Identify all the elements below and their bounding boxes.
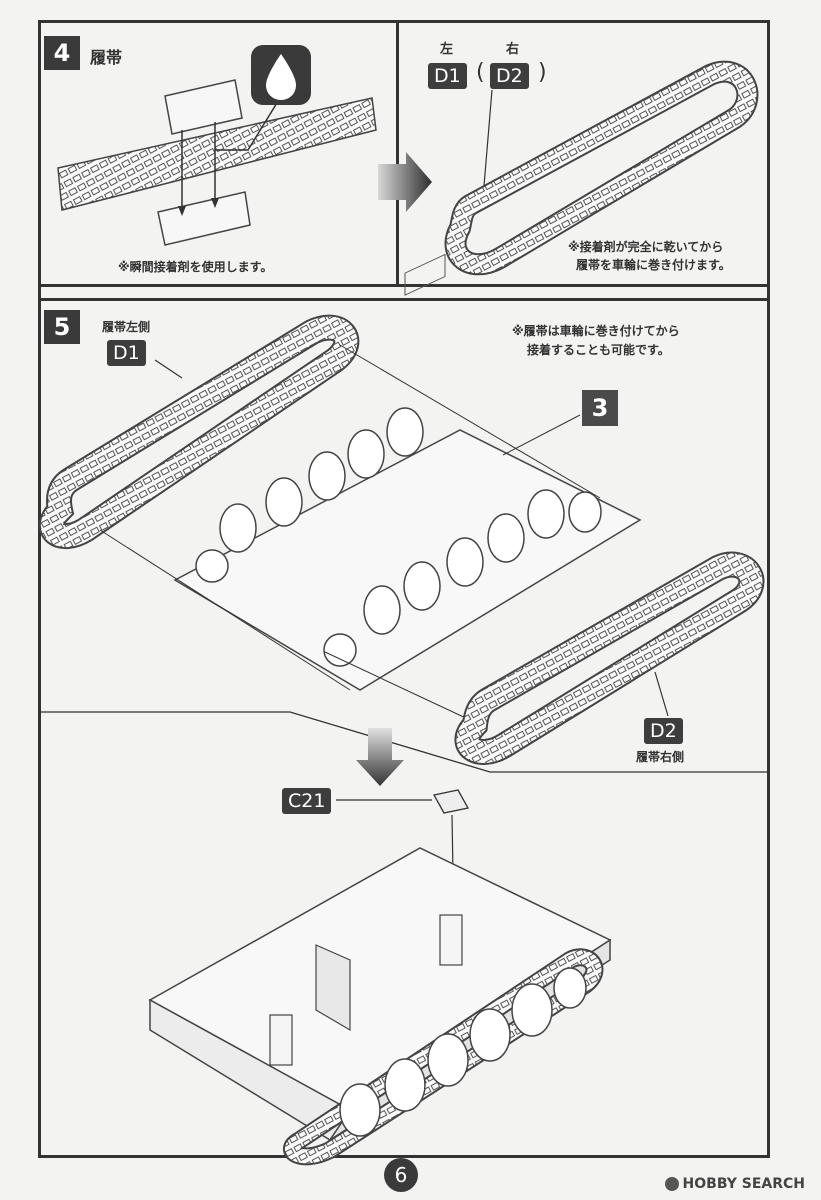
step5-note-2: 接着することも可能です。 xyxy=(527,343,670,357)
hull-assembled xyxy=(148,847,612,1166)
glue-drop-icon xyxy=(251,45,311,105)
step5-label-d2: D2 xyxy=(644,718,683,744)
track-strip-left xyxy=(57,79,377,246)
track-loop-assembled xyxy=(444,60,759,276)
step4-title: 履帯 xyxy=(90,48,123,67)
step5-left-caption: 履帯左側 xyxy=(102,320,151,334)
divider-step5-top xyxy=(38,298,770,301)
step5-right-caption: 履帯右側 xyxy=(636,750,685,764)
paren-close: ) xyxy=(538,60,547,85)
track-left-d1 xyxy=(38,314,360,550)
hull-underside xyxy=(99,253,642,721)
label-right-caption: 右 xyxy=(506,42,520,57)
step-arrow-down-icon xyxy=(356,728,404,786)
ref-step-3: 3 xyxy=(582,390,618,426)
page-number: 6 xyxy=(384,1158,418,1192)
instruction-frame xyxy=(38,20,770,1158)
track-right-d2 xyxy=(454,551,765,765)
paren-open: ( xyxy=(476,60,485,85)
step4-note-dry-1: ※接着剤が完全に乾いてから xyxy=(568,240,724,254)
step5-note-1: ※履帯は車輪に巻き付けてから xyxy=(512,324,680,338)
step4-note-glue: ※瞬間接着剤を使用します。 xyxy=(118,260,273,274)
part-label-d1: D1 xyxy=(428,63,467,89)
step-number-5: 5 xyxy=(44,310,80,344)
step4-note-dry-2: 履帯を車輪に巻き付けます。 xyxy=(576,258,731,272)
step5-label-d1: D1 xyxy=(107,340,146,366)
step-arrow-right-icon xyxy=(378,152,432,212)
divider-step4-bottom xyxy=(38,284,770,287)
divider-step4-vertical xyxy=(396,20,399,287)
step-number-4: 4 xyxy=(44,36,80,70)
label-left-caption: 左 xyxy=(440,42,454,57)
watermark-logo-icon xyxy=(664,1177,679,1191)
part-label-c21: C21 xyxy=(282,788,332,814)
watermark-text: HOBBY SEARCH xyxy=(682,1176,805,1192)
part-label-d2: D2 xyxy=(490,63,529,89)
watermark: HOBBY SEARCH xyxy=(664,1176,805,1192)
